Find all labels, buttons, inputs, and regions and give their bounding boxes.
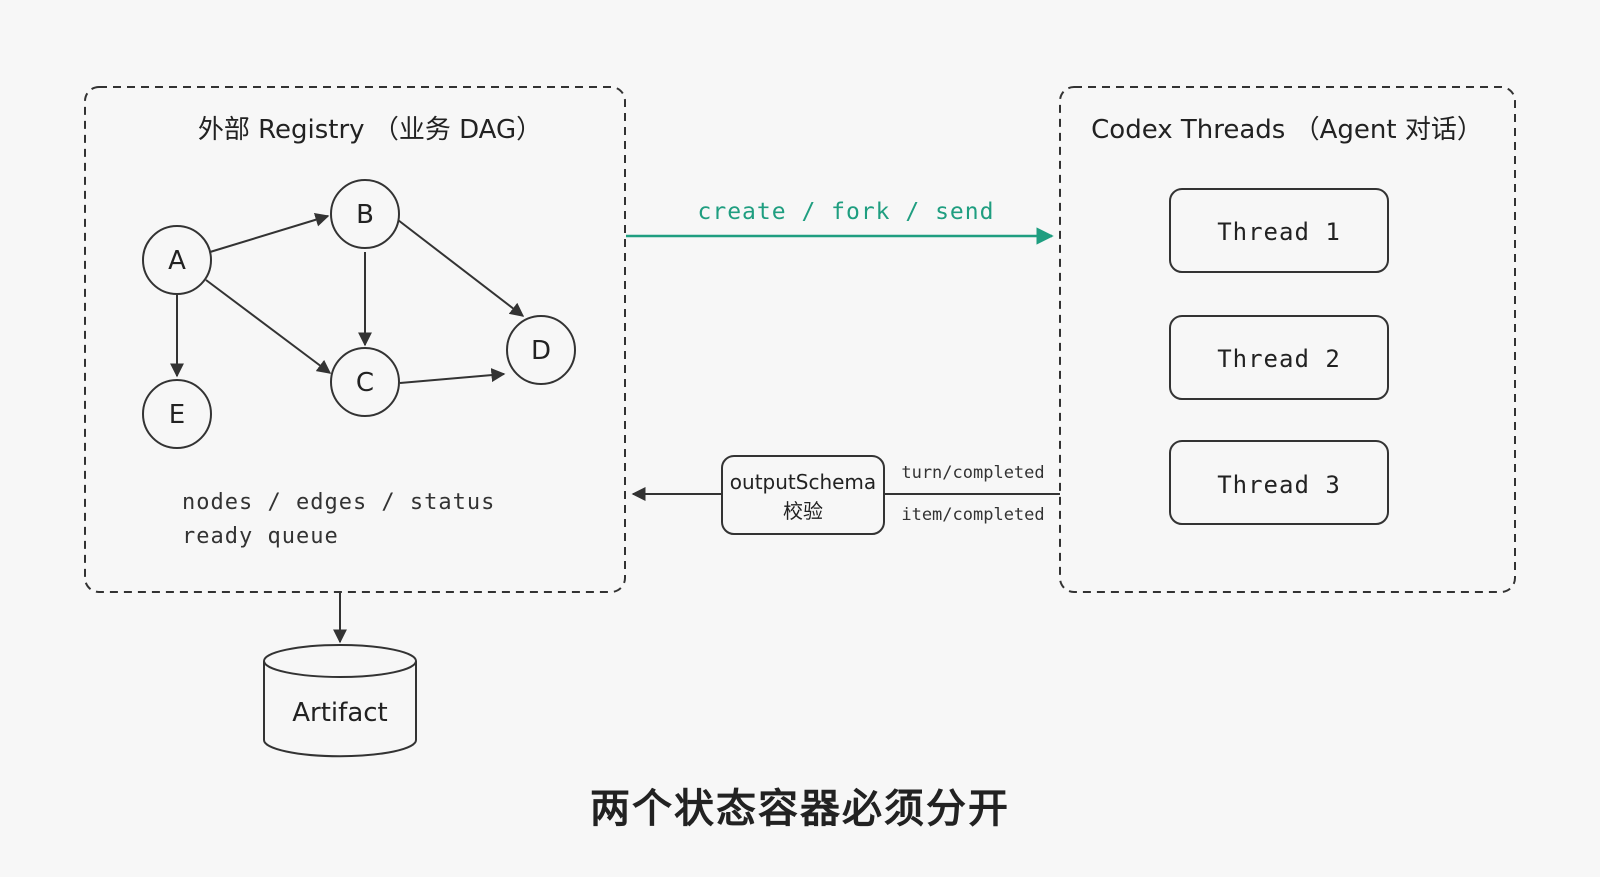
dag-node-b: B <box>330 179 400 249</box>
registry-state-line-2: ready queue <box>182 524 339 549</box>
edge-b-d <box>397 219 525 317</box>
edge-a-c <box>205 279 332 374</box>
dag-node-d-circle <box>506 315 576 385</box>
dag-node-a: A <box>142 225 212 295</box>
artifact-store: Artifact <box>263 592 417 758</box>
forward-arrow-label: create / fork / send <box>698 199 995 225</box>
dag-node-d: D <box>506 315 576 385</box>
event-item-completed: item/completed <box>901 505 1044 525</box>
thread-box-2-frame <box>1169 315 1389 400</box>
dag-node-c-label: C <box>356 368 374 398</box>
forward-arrow: create / fork / send <box>626 199 1054 245</box>
thread-box-3-frame <box>1169 440 1389 525</box>
schema-validator: outputSchema 校验 <box>721 455 885 535</box>
dag-node-a-circle <box>142 225 212 295</box>
thread-box-3-label: Thread 3 <box>1217 471 1341 499</box>
thread-box-3: Thread 3 <box>1169 440 1389 525</box>
threads-border <box>1059 86 1516 593</box>
schema-validator-frame <box>721 455 885 535</box>
dag-node-b-label: B <box>356 200 374 230</box>
registry-title: 外部 Registry （业务 DAG） <box>198 115 542 145</box>
schema-validator-line-1: outputSchema <box>730 470 876 494</box>
edge-a-b <box>209 212 330 253</box>
artifact-label: Artifact <box>292 698 387 728</box>
registry-container: 外部 Registry （业务 DAG） A B C D <box>84 86 626 593</box>
registry-border <box>84 86 626 593</box>
registry-state-line-1: nodes / edges / status <box>182 490 495 515</box>
dag-node-e-label: E <box>169 400 185 430</box>
database-icon-top <box>263 644 417 678</box>
event-turn-completed: turn/completed <box>901 463 1044 483</box>
dag-node-c: C <box>330 347 400 417</box>
dag-node-c-circle <box>330 347 400 417</box>
diagram-caption: 两个状态容器必须分开 <box>590 786 1010 832</box>
dag-node-b-circle <box>330 179 400 249</box>
thread-box-1-label: Thread 1 <box>1217 218 1341 246</box>
dag-node-e: E <box>142 379 212 449</box>
thread-box-2-label: Thread 2 <box>1217 345 1341 373</box>
dag-node-a-label: A <box>168 246 186 276</box>
dag-edges <box>170 212 525 384</box>
database-icon-body <box>263 661 417 758</box>
dag-node-d-label: D <box>531 336 551 366</box>
thread-box-1-frame <box>1169 188 1389 273</box>
schema-validator-line-2: 校验 <box>783 499 823 523</box>
thread-box-1: Thread 1 <box>1169 188 1389 273</box>
thread-box-2: Thread 2 <box>1169 315 1389 400</box>
threads-title: Codex Threads （Agent 对话） <box>1091 115 1483 145</box>
threads-container: Codex Threads （Agent 对话） Thread 1 Thread… <box>1059 86 1516 593</box>
dag-node-e-circle <box>142 379 212 449</box>
return-path: turn/completed item/completed outputSche… <box>631 455 1060 535</box>
edge-c-d <box>399 368 506 384</box>
